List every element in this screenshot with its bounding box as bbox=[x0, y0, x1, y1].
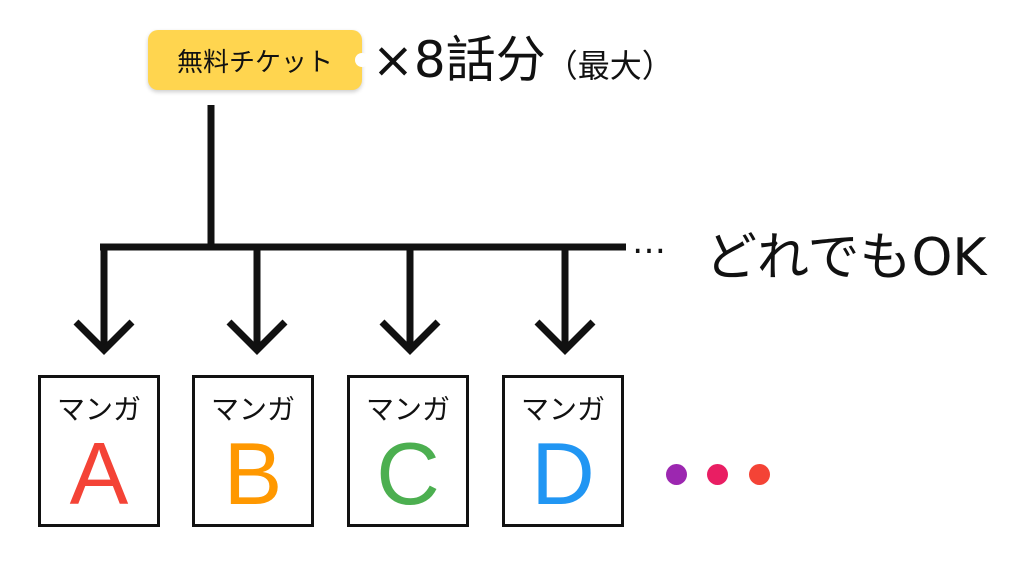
manga-label: マンガ bbox=[365, 393, 450, 426]
arrow-c bbox=[379, 247, 441, 355]
ticket-label: 無料チケット bbox=[176, 47, 333, 78]
manga-d-box: マンガ D bbox=[502, 375, 624, 527]
episode-multiplier: ×8話分（最大） bbox=[372, 30, 674, 96]
free-ticket-badge: 無料チケット bbox=[148, 30, 369, 90]
manga-label: マンガ bbox=[210, 393, 295, 426]
manga-letter: A bbox=[69, 424, 129, 523]
more-dot-2 bbox=[707, 464, 728, 485]
arrow-a bbox=[73, 247, 135, 355]
manga-label: マンガ bbox=[520, 393, 605, 426]
multiplier-text: ×8話分 bbox=[372, 31, 546, 89]
manga-b-box: マンガ B bbox=[192, 375, 314, 527]
arrow-d bbox=[534, 247, 596, 355]
more-dot-3 bbox=[749, 464, 770, 485]
branch-ellipsis: … bbox=[632, 222, 666, 262]
any-ok-label: どれでもOK bbox=[705, 228, 987, 288]
manga-letter: D bbox=[531, 424, 595, 523]
max-note: （最大） bbox=[545, 47, 674, 85]
manga-a-box: マンガ A bbox=[38, 375, 160, 527]
manga-letter: C bbox=[376, 424, 440, 523]
manga-c-box: マンガ C bbox=[347, 375, 469, 527]
arrow-b bbox=[226, 247, 288, 355]
more-dot-1 bbox=[666, 464, 687, 485]
ticket-notch bbox=[355, 53, 369, 67]
manga-label: マンガ bbox=[56, 393, 141, 426]
manga-letter: B bbox=[223, 424, 283, 523]
